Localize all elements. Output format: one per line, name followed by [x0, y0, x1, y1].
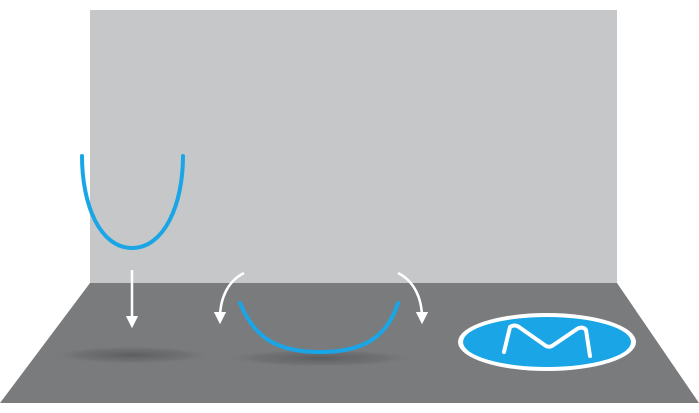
- shadow-falling: [52, 346, 212, 364]
- stage-flattened: [458, 313, 636, 371]
- logo-disc-icon: [463, 317, 631, 367]
- back-wall: [90, 10, 617, 285]
